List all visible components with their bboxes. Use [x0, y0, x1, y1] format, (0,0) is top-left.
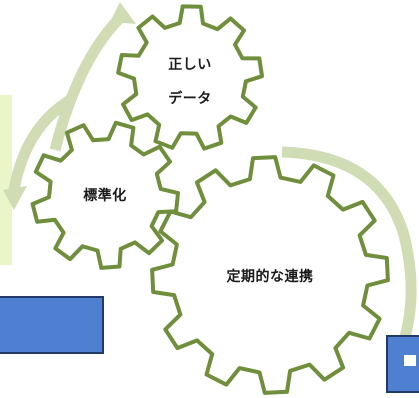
gear-left-label: 標準化	[83, 188, 127, 204]
gear-top-label-line1: 正しい	[168, 57, 212, 73]
cycle-arrow-top	[49, 14, 124, 152]
cycle-arrows	[8, 14, 417, 354]
cycle-arrow-right	[281, 146, 417, 354]
gear-big	[150, 155, 390, 395]
blue-box-left	[0, 296, 104, 354]
blue-box-right	[386, 335, 419, 393]
arrowhead-left	[3, 186, 27, 210]
gear-big-label: 定期的な連携	[226, 269, 314, 285]
gear-left	[30, 120, 180, 270]
arrowhead-top	[110, 2, 136, 24]
left-side-bar	[0, 95, 12, 265]
blue-box-right-mark	[404, 355, 416, 366]
gear-top	[116, 4, 264, 151]
gear-top-label-line2: データ	[168, 91, 212, 107]
cycle-arrow-left	[8, 95, 74, 191]
